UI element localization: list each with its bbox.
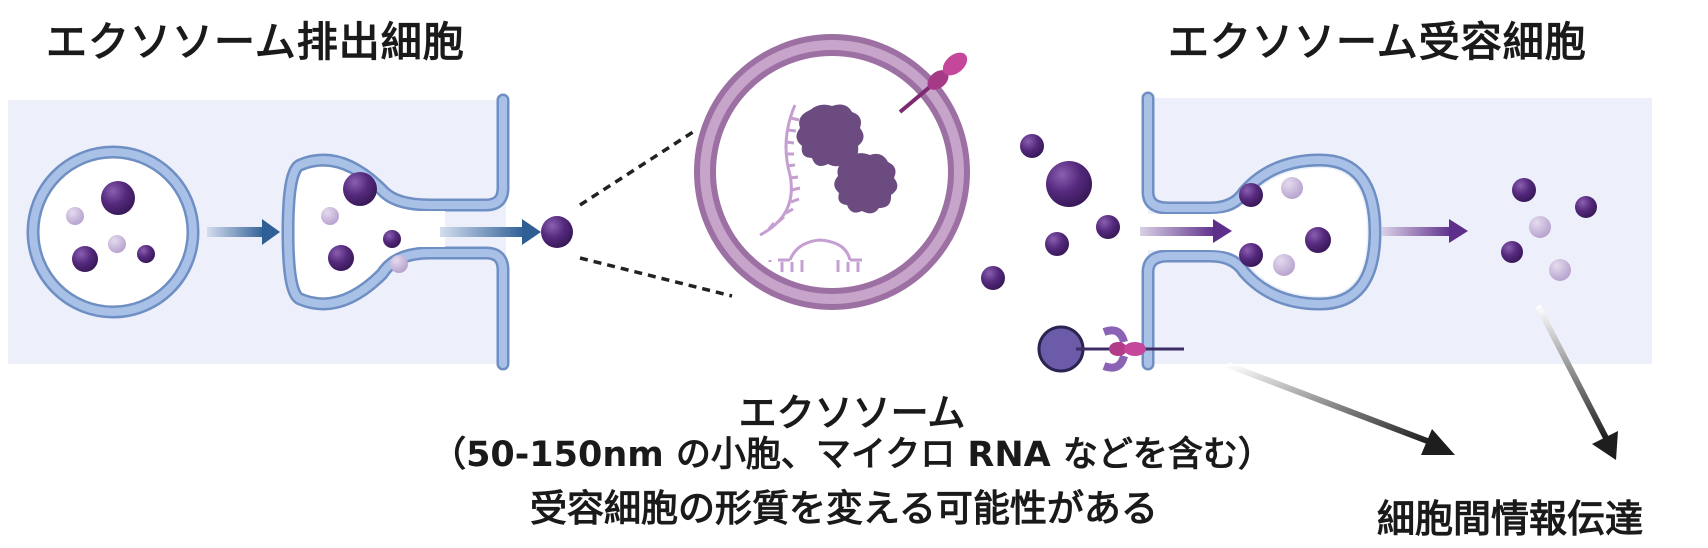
release-arrow — [1382, 219, 1468, 243]
receptor-binding-exosome — [1037, 325, 1184, 373]
multivesicular-body-1 — [26, 145, 200, 319]
endosome-cargo — [1239, 177, 1331, 276]
extracellular-exosomes — [981, 134, 1120, 290]
communication-arrow-right — [1535, 304, 1618, 460]
released-cargo — [1501, 178, 1597, 281]
secreting-cell-title: エクソソーム排出細胞 — [46, 18, 465, 66]
receiving-cell-membrane — [1141, 91, 1382, 371]
membrane-receptor-protein — [898, 52, 968, 114]
magnified-exosome — [694, 34, 970, 310]
rna-strand — [759, 104, 862, 272]
exosome-label: エクソソーム — [738, 391, 966, 435]
intraluminal-vesicles-2 — [321, 172, 408, 273]
receiving-cell-title: エクソソーム受容細胞 — [1168, 18, 1587, 66]
communication-arrow-left — [1226, 362, 1455, 455]
protein-cargo — [796, 104, 898, 214]
transition-arrow-2 — [440, 219, 541, 245]
secreting-cell-membrane — [423, 93, 510, 371]
intercellular-communication-label: 細胞間情報伝達 — [1377, 497, 1644, 541]
zoom-lines — [579, 130, 733, 298]
fusing-multivesicular-body — [281, 153, 445, 311]
transition-arrow-1 — [207, 219, 280, 245]
released-exosome — [541, 216, 573, 248]
intraluminal-vesicles-1 — [66, 181, 155, 272]
uptake-arrow — [1140, 219, 1232, 243]
exosome-description: （50-150nm の小胞、マイクロ RNA などを含む） — [431, 435, 1273, 475]
exosome-effect-text: 受容細胞の形質を変える可能性がある — [530, 487, 1158, 530]
